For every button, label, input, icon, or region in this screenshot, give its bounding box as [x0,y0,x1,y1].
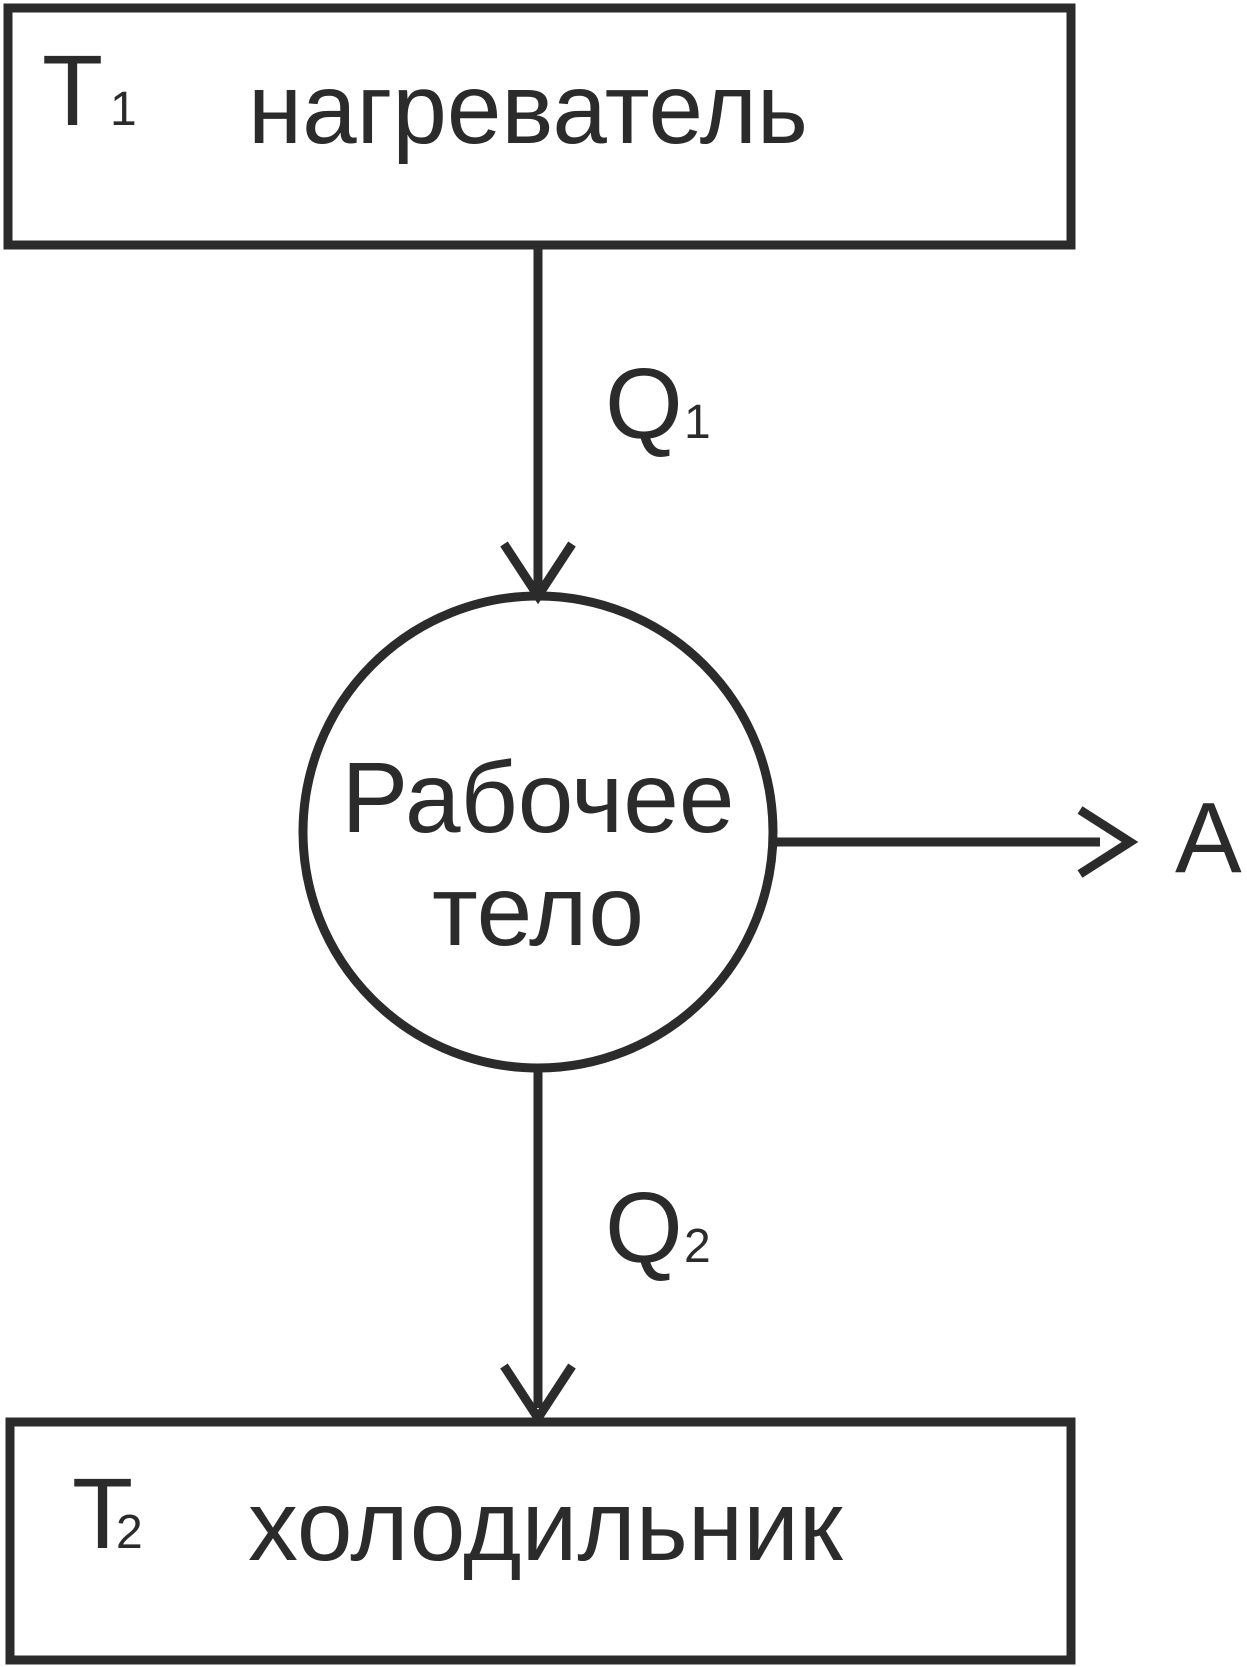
cooler-label: холодильник [248,1470,844,1582]
heat-in-symbol: Q [605,348,683,460]
cooler-temperature-symbol: T [72,1458,133,1570]
heat-out-symbol: Q [605,1172,683,1284]
heater-block: T 1 нагреватель [3,3,1076,250]
heat-out-index: 2 [684,1220,711,1273]
cooler-block: T 2 холодильник [5,1417,1076,1665]
heater-temperature-symbol: T [42,35,103,147]
work-arrow: A [773,782,1242,894]
working-body-label-line2: тело [432,855,644,967]
heat-in-label: Q 1 [605,348,711,460]
heat-in-arrow [500,245,576,605]
heat-out-label: Q 2 [605,1172,711,1284]
work-symbol: A [1175,782,1242,894]
heater-temperature-index: 1 [110,83,137,136]
heat-in-index: 1 [684,396,711,449]
heat-out-arrow [500,1068,576,1427]
cooler-box [5,1417,1076,1665]
cooler-temperature-index: 2 [116,1506,143,1559]
work-arrowhead [1077,806,1139,878]
working-body-label-line1: Рабочее [341,742,734,854]
working-body: Рабочее тело [298,591,778,1073]
heater-label: нагреватель [248,53,808,165]
